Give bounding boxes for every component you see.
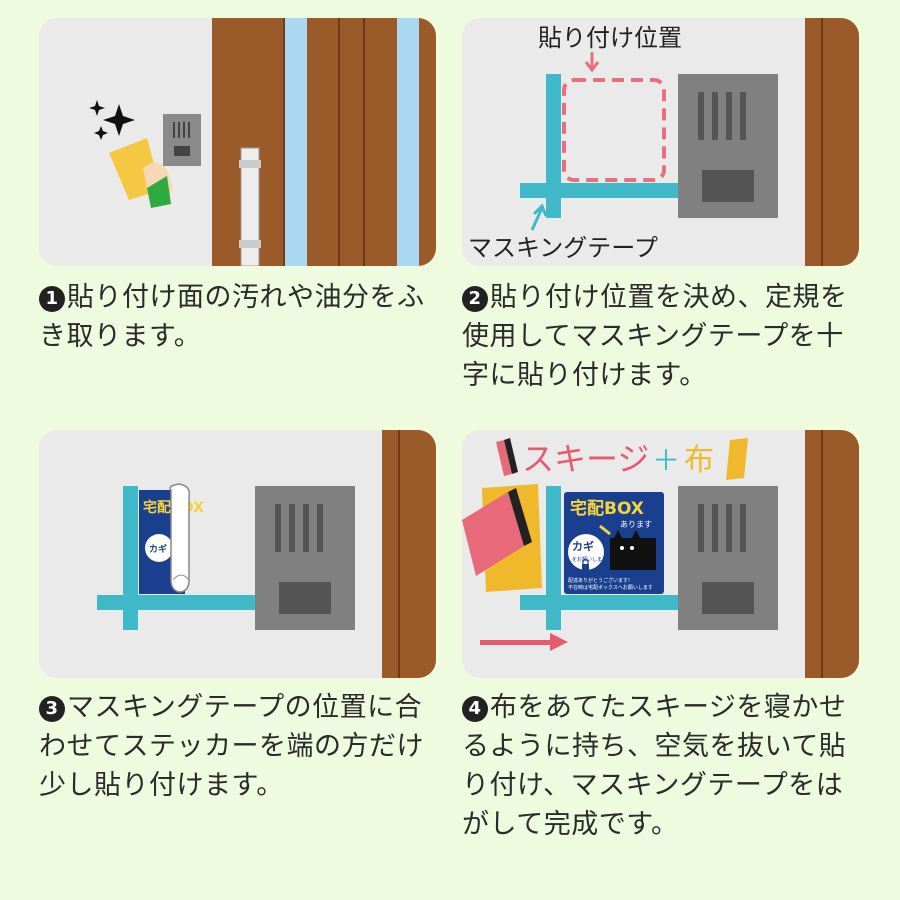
placement-guide xyxy=(564,80,664,180)
step-number-badge: 4 xyxy=(462,696,488,722)
sticker-footer-1: 配達ありがとうございます! xyxy=(568,577,630,584)
sticker-key-sub: をお願いします xyxy=(572,556,607,563)
panel-step-4: 宅配BOX あります カギ をお願いします 配達ありがとうございます! 不在時は… xyxy=(462,430,859,678)
panel-step-3: 宅配BOX カギ xyxy=(39,430,436,678)
sticker-title: 宅配BOX xyxy=(570,498,644,519)
sticker-footer-2: 不在時は宅配ボックスへお願いします xyxy=(568,584,653,591)
intercom xyxy=(678,74,778,218)
sticker-subtitle: あります xyxy=(620,520,652,529)
door-glass-stripe xyxy=(397,18,419,266)
sticker: 宅配BOX あります カギ をお願いします 配達ありがとうございます! 不在時は… xyxy=(564,492,664,594)
sparkle-icon xyxy=(89,100,135,140)
intercom xyxy=(678,486,778,630)
panel-step-1 xyxy=(39,18,436,266)
illustration-tape-cross: 貼り付け位置 マスキングテープ xyxy=(462,18,859,266)
cloth-label: 布 xyxy=(684,443,714,478)
door xyxy=(805,18,859,266)
door xyxy=(382,430,436,678)
cloth-small-icon xyxy=(726,438,748,480)
plus-sign: ＋ xyxy=(652,444,680,477)
tape-label: マスキングテープ xyxy=(468,234,658,262)
masking-tape-horizontal xyxy=(520,183,678,198)
step-number-badge: 1 xyxy=(39,286,65,312)
door-glass-stripe xyxy=(285,18,307,266)
masking-tape-horizontal xyxy=(520,595,678,610)
step-number-badge: 3 xyxy=(39,696,65,722)
intercom xyxy=(255,486,355,630)
svg-text:カギ: カギ xyxy=(149,543,167,555)
arrow-right-icon xyxy=(480,633,568,651)
hand-icon xyxy=(143,162,173,208)
illustration-sticker-edge: 宅配BOX カギ xyxy=(39,430,436,678)
squeegee-label: スキージ xyxy=(522,440,649,478)
masking-tape-horizontal xyxy=(97,595,255,610)
sticker-backing-peel xyxy=(170,484,189,592)
squeegee-small-icon xyxy=(496,438,518,476)
illustration-squeegee: 宅配BOX あります カギ をお願いします 配達ありがとうございます! 不在時は… xyxy=(462,430,859,678)
sticker-key-label: カギ xyxy=(572,539,594,553)
position-label: 貼り付け位置 xyxy=(538,24,682,52)
panel-step-2: 貼り付け位置 マスキングテープ xyxy=(462,18,859,266)
arrow-up-icon xyxy=(532,206,546,230)
door xyxy=(805,430,859,678)
intercom xyxy=(163,114,201,166)
illustration-clean xyxy=(39,18,436,266)
arrow-down-icon xyxy=(586,52,598,70)
step-number-badge: 2 xyxy=(462,286,488,312)
